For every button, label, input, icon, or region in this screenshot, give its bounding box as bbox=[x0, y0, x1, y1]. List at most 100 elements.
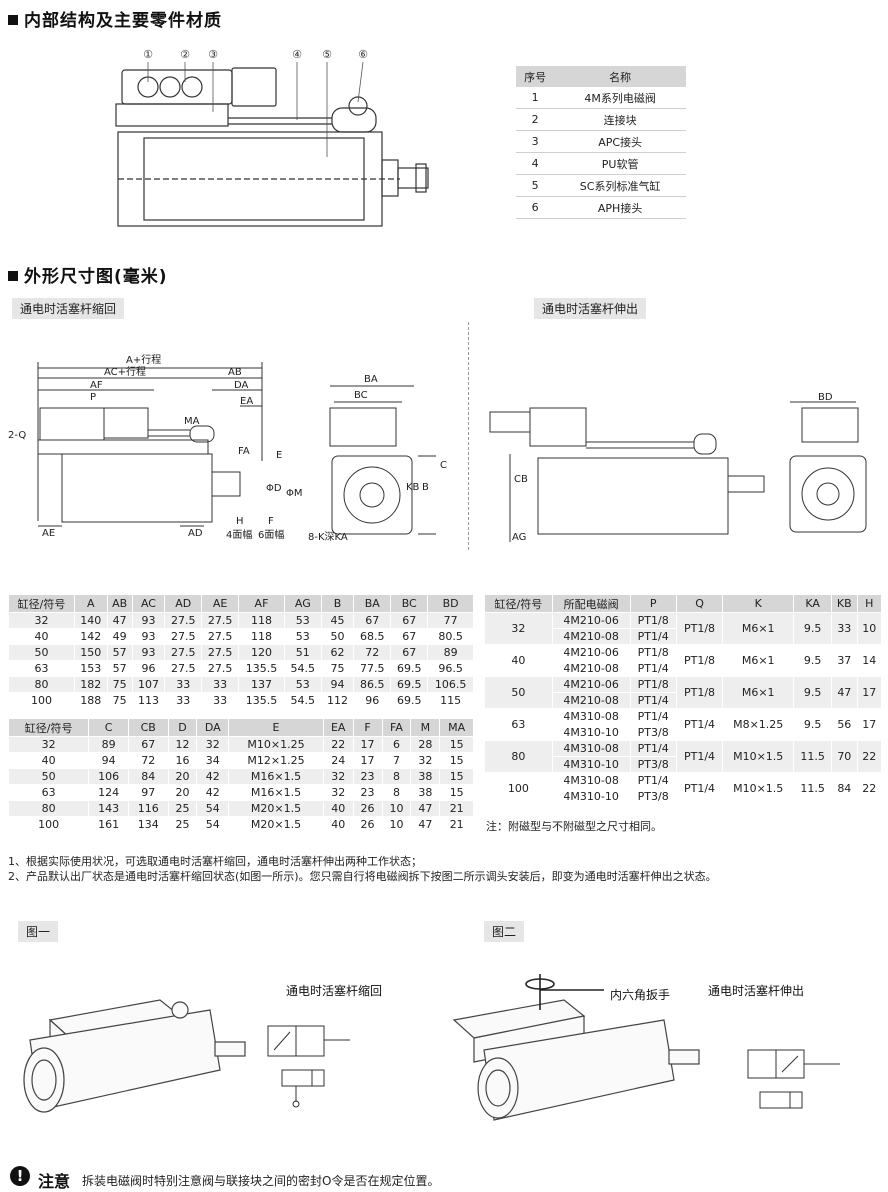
cell: 47 bbox=[831, 676, 858, 709]
cell: 27.5 bbox=[201, 660, 240, 677]
dim-ae: AE bbox=[42, 528, 55, 539]
cell: 50 bbox=[484, 676, 553, 709]
cell: 32 bbox=[322, 784, 354, 801]
cell: 10 bbox=[381, 816, 412, 833]
cell: 23 bbox=[352, 784, 383, 801]
dim-kb: KB bbox=[406, 482, 420, 493]
note-2: 2、产品默认出厂状态是通电时活塞杆缩回状态(如图一所示)。您只需自行将电磁阀拆下… bbox=[8, 870, 717, 883]
dim-d: ΦD bbox=[266, 483, 282, 494]
cell: 连接块 bbox=[554, 108, 686, 131]
cell: 97 bbox=[127, 784, 169, 801]
cell: 16 bbox=[167, 752, 198, 769]
cell: 17 bbox=[352, 736, 383, 753]
cell: 5 bbox=[516, 174, 555, 197]
cell: 15 bbox=[439, 752, 474, 769]
cell: 69.5 bbox=[390, 676, 429, 693]
cell: 75 bbox=[320, 660, 355, 677]
section-title-text: 内部结构及主要零件材质 bbox=[24, 11, 222, 31]
dim-ma: MA bbox=[184, 416, 200, 427]
dim-cb: CB bbox=[514, 474, 528, 485]
callout-5: ⑤ bbox=[322, 48, 332, 61]
dim-da: DA bbox=[234, 380, 249, 391]
cell: M6×1 bbox=[722, 612, 795, 645]
col-header: M bbox=[410, 718, 441, 737]
dim-bd: BD bbox=[818, 392, 833, 403]
cell: 70 bbox=[831, 740, 858, 773]
cell: 2 bbox=[516, 108, 555, 131]
cell: PT1/4 bbox=[629, 692, 677, 709]
cell: 11.5 bbox=[793, 740, 833, 773]
cell: 4M210-06 bbox=[551, 676, 631, 693]
cell: 50 bbox=[7, 644, 76, 661]
cell: 17 bbox=[856, 676, 883, 709]
square-bullet-icon bbox=[8, 15, 18, 25]
cell: 53 bbox=[283, 676, 322, 693]
callout-6: ⑥ bbox=[358, 48, 368, 61]
cell: 188 bbox=[74, 692, 108, 709]
cell: 68.5 bbox=[353, 628, 392, 645]
cell: 72 bbox=[353, 644, 392, 661]
cell: 15 bbox=[439, 768, 474, 785]
cell: PU软管 bbox=[554, 152, 686, 175]
cell: 17 bbox=[856, 708, 883, 741]
cell: 56 bbox=[831, 708, 858, 741]
cell: 28 bbox=[410, 736, 441, 753]
cell: 75 bbox=[106, 676, 133, 693]
retract-front-view-drawing: BA BC C KB B 8-K深KA bbox=[308, 374, 447, 542]
cell: 20 bbox=[167, 768, 198, 785]
callout-3: ③ bbox=[208, 48, 218, 61]
dim-ad: AD bbox=[188, 528, 203, 539]
cell: 150 bbox=[74, 644, 108, 661]
parts-col-no: 序号 bbox=[516, 66, 555, 87]
cell: 27.5 bbox=[164, 644, 203, 661]
col-header: AC bbox=[131, 594, 166, 613]
col-header: 缸径/符号 bbox=[484, 594, 553, 613]
cell: 4 bbox=[516, 152, 555, 175]
cell: 27.5 bbox=[201, 644, 240, 661]
cell: 32 bbox=[322, 768, 354, 785]
dim-b: B bbox=[422, 482, 429, 493]
dim-ab: AB bbox=[228, 367, 242, 378]
cell: 33 bbox=[164, 676, 203, 693]
cell: 22 bbox=[856, 772, 883, 805]
cell: 32 bbox=[196, 736, 230, 753]
cell: 93 bbox=[131, 644, 166, 661]
cell: 6 bbox=[381, 736, 412, 753]
cell: 20 bbox=[167, 784, 198, 801]
cell: PT1/4 bbox=[629, 628, 677, 645]
cell: 8 bbox=[381, 768, 412, 785]
cell: 63 bbox=[7, 784, 90, 801]
col-header: B bbox=[320, 594, 355, 613]
cell: 6 bbox=[516, 196, 555, 219]
dim-a-stroke: A+行程 bbox=[126, 353, 161, 366]
col-header: H bbox=[856, 594, 883, 613]
cell: 135.5 bbox=[238, 692, 285, 709]
col-header: AE bbox=[201, 594, 240, 613]
cell: 3 bbox=[516, 130, 555, 153]
col-header: 缸径/符号 bbox=[7, 594, 76, 613]
cell: 57 bbox=[106, 644, 133, 661]
note-1: 1、根据实际使用状况，可选取通电时活塞杆缩回，通电时活塞杆伸出两种工作状态； bbox=[8, 855, 422, 868]
cell: 107 bbox=[131, 676, 166, 693]
cell: 4M310-10 bbox=[551, 756, 631, 773]
cell: 4M310-08 bbox=[551, 708, 631, 725]
cell: M6×1 bbox=[722, 644, 795, 677]
cell: 12 bbox=[167, 736, 198, 753]
cell: 67 bbox=[390, 612, 429, 629]
cell: PT1/8 bbox=[629, 676, 677, 693]
cell: 80.5 bbox=[427, 628, 474, 645]
cell: 9.5 bbox=[793, 676, 833, 709]
cell: 10 bbox=[856, 612, 883, 645]
